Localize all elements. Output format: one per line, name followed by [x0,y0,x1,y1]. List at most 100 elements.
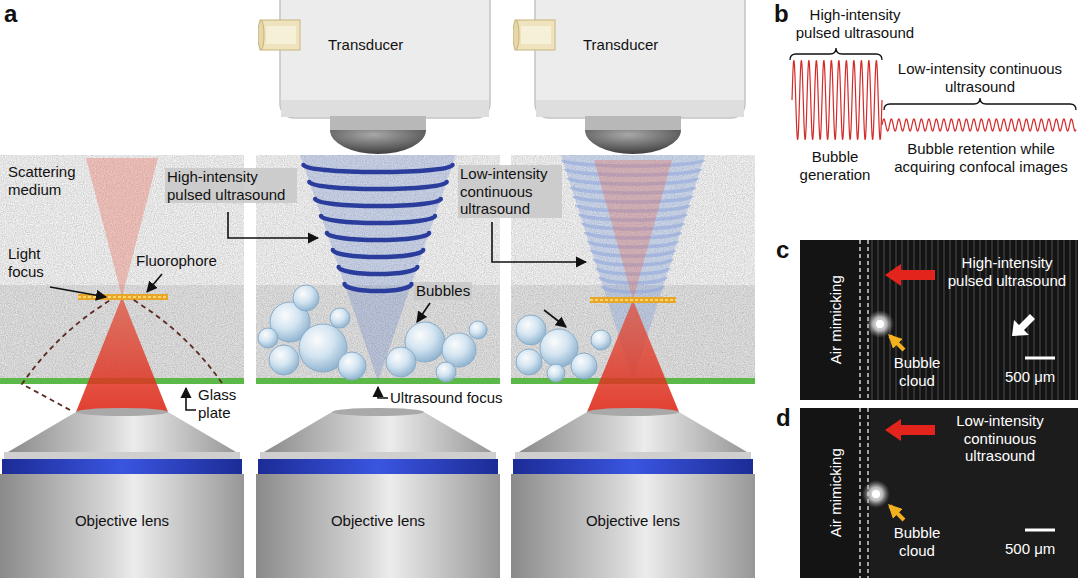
lens-outline [511,404,755,578]
wavefront [309,182,446,189]
illustration-part [585,116,681,130]
bubble [386,347,416,377]
node-text: Low-intensity continuous ultrasound [945,412,1055,465]
illustration-part [0,474,244,578]
illustration-part [513,459,753,474]
leader-line [544,310,566,327]
node-text: Objective lens [72,512,172,530]
node-text: Bubble cloud [886,354,948,389]
transducer-outline [258,0,498,156]
illustration-part [330,130,426,154]
illustration-part [515,452,751,459]
bubble [469,321,487,339]
illustration-part [859,240,860,400]
illustration-part [876,320,884,328]
leader-line [378,387,388,398]
illustration-part [2,459,242,474]
illustration-part [264,412,492,452]
illustration-part [937,240,939,400]
node-text: 500 μm [1005,540,1055,558]
node-text: Air mimicking [827,448,845,537]
continuous-waveform [882,119,1076,131]
illustration-part [885,264,935,286]
illustration-part [280,0,490,118]
scattered-ray [132,299,222,383]
signal-label: High-intensity pulsed ultrasound [165,168,297,203]
panel-letter: a [4,0,17,28]
bubble [293,285,319,311]
illustration-part [585,130,681,154]
illustration-part [949,240,951,400]
illustration-part [332,408,424,416]
bubble [258,328,278,348]
light-cone [594,160,672,300]
panel-letter: c [776,236,789,264]
illustration-part [513,20,519,50]
illustration-part [4,452,240,459]
signal-label: High-intensity pulsed ultrasound [790,6,920,41]
illustration-part [519,412,747,452]
illustration-part [895,240,897,400]
curly-brace [790,48,882,60]
illustration-part [260,452,496,459]
illustration-part [256,474,500,578]
note-label: Bubble generation [790,148,880,183]
scattered-rays [22,299,222,410]
illustration-part [258,20,264,50]
fluorophore-layer [78,296,168,298]
illustration-part [1063,240,1065,400]
illustration-part [885,419,935,441]
part-label: Glass plate [198,386,250,421]
light-cone [587,300,679,412]
wavefront [303,165,452,172]
wavefront [315,199,441,206]
microscopy-image: Air mimickingHigh-intensity pulsed ultra… [800,240,1078,400]
signal-label: Low-intensity continuous ultrasound [882,60,1078,95]
illustration-part [330,116,426,130]
illustration-part [260,20,300,50]
illustration-part [1025,529,1055,532]
bubble [591,330,611,350]
illustration-part [870,408,1078,578]
illustration-part [955,240,957,400]
illustration-part [266,26,296,44]
illustration-part [587,408,679,416]
light-cone [76,297,168,412]
microscopy-image: Air mimicking Low-intensity continuous ul… [800,408,1078,578]
leader-lines [50,212,586,410]
illustration-part [535,0,745,118]
part-label: Light focus [8,245,63,280]
bubble [571,353,597,379]
transducer: Transducer [258,0,498,156]
part-label: Fluorophore [136,252,217,270]
wavefront [333,250,423,257]
leader-line [147,274,162,292]
light-cone [86,158,158,297]
part-label: Ultrasound focus [390,389,503,407]
wavefront [321,216,435,223]
illustration-part [281,100,489,117]
leader-line [492,222,586,262]
panel-letter: b [774,0,789,28]
illustration-part [1025,357,1055,360]
ultrasound-cone [300,155,456,381]
lens-outline [256,404,500,578]
node-text: Transducer [583,36,658,54]
pulsed-wavefronts [303,165,452,291]
illustration-part [1057,240,1059,400]
illustration-part [859,408,860,578]
bubble [338,352,366,380]
light-cones [76,158,679,412]
bubble [547,364,565,382]
node-text: High-intensity pulsed ultrasound [940,254,1074,289]
illustration-part [536,100,744,117]
bubbles [258,285,611,382]
illustration-part [800,240,1078,400]
objective-lens: Objective lens [256,404,500,578]
leader-line [186,388,196,410]
illustration-part [521,26,551,44]
curly-brace [884,98,1076,110]
bubble [330,308,350,328]
illustration-part [258,459,498,474]
